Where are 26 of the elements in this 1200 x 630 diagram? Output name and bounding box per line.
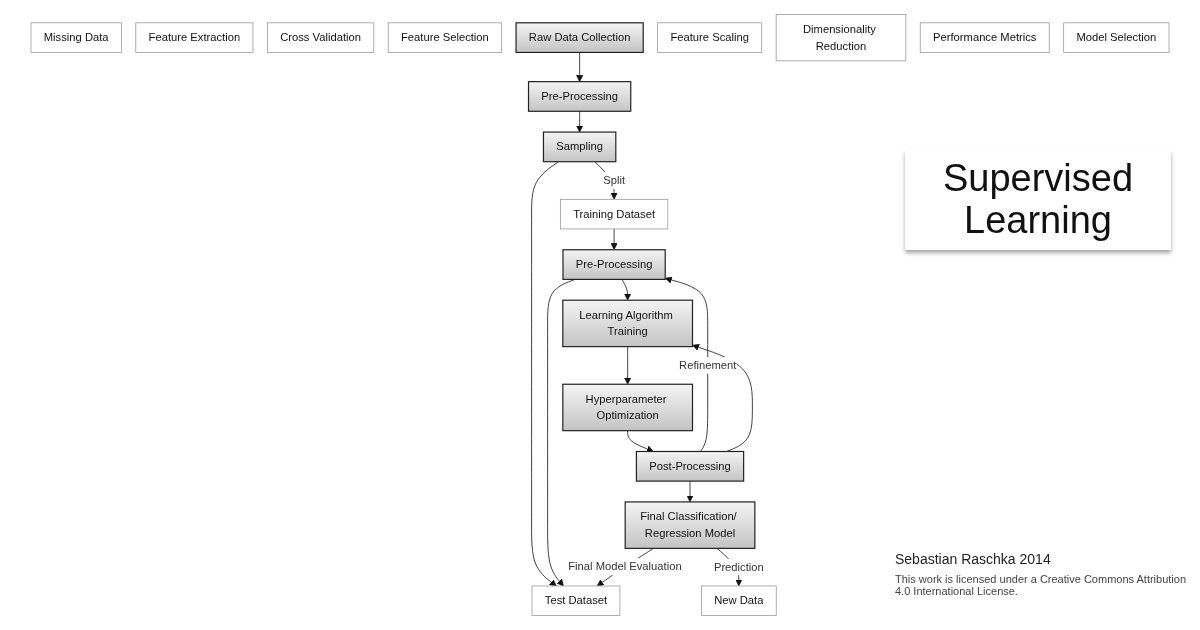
- node-box: Pre-Processing: [562, 249, 666, 280]
- node-box: Hyperparameter Optimization: [562, 383, 694, 432]
- node-box: Sampling: [542, 131, 617, 163]
- node-box: Cross Validation: [267, 22, 375, 53]
- node-box: Model Selection: [1063, 22, 1170, 53]
- node-box: Feature Extraction: [135, 22, 254, 53]
- edge-label: Final Model Evaluation: [568, 559, 682, 573]
- node-box: Training Dataset: [560, 198, 669, 230]
- node-box: Performance Metrics: [919, 22, 1050, 53]
- node-box: Pre-Processing: [527, 81, 632, 112]
- node-box: Missing Data: [30, 22, 122, 53]
- edge-label: Refinement: [679, 358, 737, 372]
- node-box: Final Classification/ Regression Model: [624, 501, 756, 549]
- author-credit: Sebastian Raschka 2014: [895, 551, 1052, 567]
- node-box: Feature Scaling: [657, 22, 763, 53]
- node-box: New Data: [701, 585, 777, 616]
- node-box: Raw Data Collection: [515, 22, 644, 54]
- node-box: Dimensionality Reduction: [775, 14, 907, 62]
- node-box: Test Dataset: [531, 585, 621, 616]
- license-note: This work is licensed under a Creative Commons Attribution 4.0 International License.: [895, 573, 1187, 597]
- node-box: Post-Processing: [635, 450, 745, 482]
- title: Supervised Learning: [905, 150, 1171, 250]
- node-box: Learning Algorithm Training: [562, 299, 694, 348]
- node-box: Feature Selection: [387, 22, 503, 53]
- edge-label: Prediction: [713, 560, 764, 574]
- edge-label: Split: [603, 173, 625, 187]
